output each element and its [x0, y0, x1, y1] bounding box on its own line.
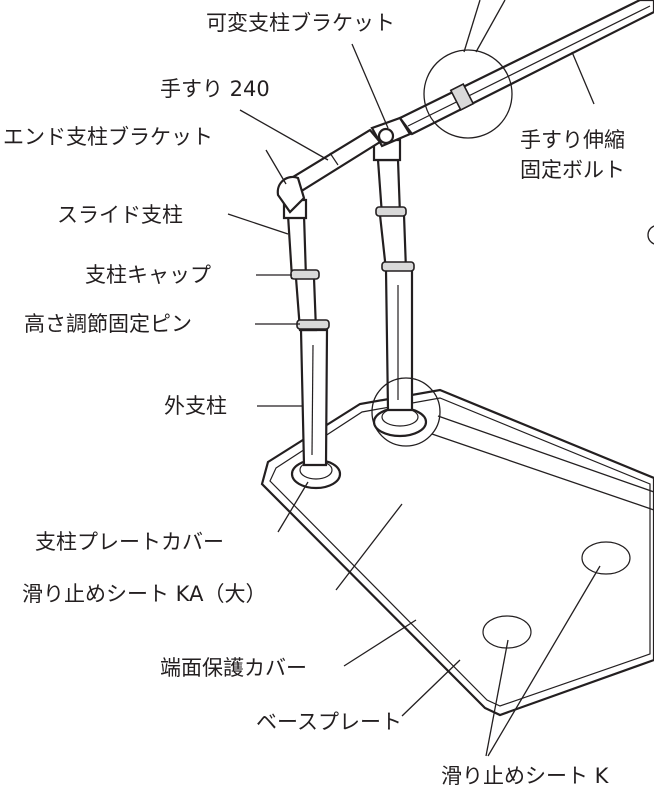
- zoom-line-base-1: [437, 415, 654, 493]
- leader-post-plate-cover: [277, 481, 309, 533]
- leader-end-bracket: [265, 149, 287, 185]
- label-end-bracket: エンド支柱ブラケット: [3, 125, 213, 149]
- label-height-pin: 高さ調節固定ピン: [24, 312, 192, 336]
- label-slide-post: スライド支柱: [57, 203, 183, 227]
- label-base-plate: ベースプレート: [256, 710, 402, 734]
- zoom-line-top-2: [475, 0, 506, 53]
- label-outer-post: 外支柱: [164, 394, 227, 418]
- detail-circle-partial: [647, 225, 654, 245]
- label-handrail: 手すり 240: [160, 77, 270, 101]
- leader-antislip-large: [335, 503, 403, 591]
- handrail-240: [276, 128, 382, 214]
- telescoping-rail: [398, 0, 654, 136]
- antislip-disc-right: [581, 541, 631, 575]
- leader-slide-post: [227, 213, 289, 235]
- label-edge-cover: 端面保護カバー: [160, 656, 307, 680]
- zoom-line-top-1: [463, 0, 481, 53]
- right-post: [372, 138, 415, 412]
- label-post-cap: 支柱キャップ: [85, 263, 211, 287]
- right-post-plate-cover: [372, 406, 428, 438]
- variable-bracket-joint: [370, 116, 412, 148]
- left-post-plate-cover: [290, 458, 342, 490]
- detail-circle-post-base: [371, 377, 441, 447]
- leader-antislip-small-1: [485, 639, 509, 757]
- leader-antislip-small-2: [487, 565, 601, 757]
- label-post-plate-cover: 支柱プレートカバー: [35, 530, 224, 554]
- label-variable-bracket: 可変支柱ブラケット: [206, 11, 395, 35]
- label-telescoping-bolt-1: 手すり伸縮: [520, 128, 625, 152]
- leader-edge-cover: [343, 619, 417, 667]
- label-telescoping-bolt-2: 固定ボルト: [520, 158, 625, 182]
- leader-telescoping-bolt: [571, 51, 595, 105]
- leader-base-plate: [401, 659, 461, 717]
- leader-variable-bracket: [351, 43, 389, 129]
- detail-circle-rail-joint: [423, 49, 513, 139]
- label-antislip-large: 滑り止めシート KA（大）: [22, 582, 267, 606]
- left-post: [282, 198, 330, 467]
- label-antislip-small: 滑り止めシート K: [441, 764, 609, 788]
- leader-handrail: [239, 109, 329, 161]
- zoom-line-base-2: [431, 433, 654, 511]
